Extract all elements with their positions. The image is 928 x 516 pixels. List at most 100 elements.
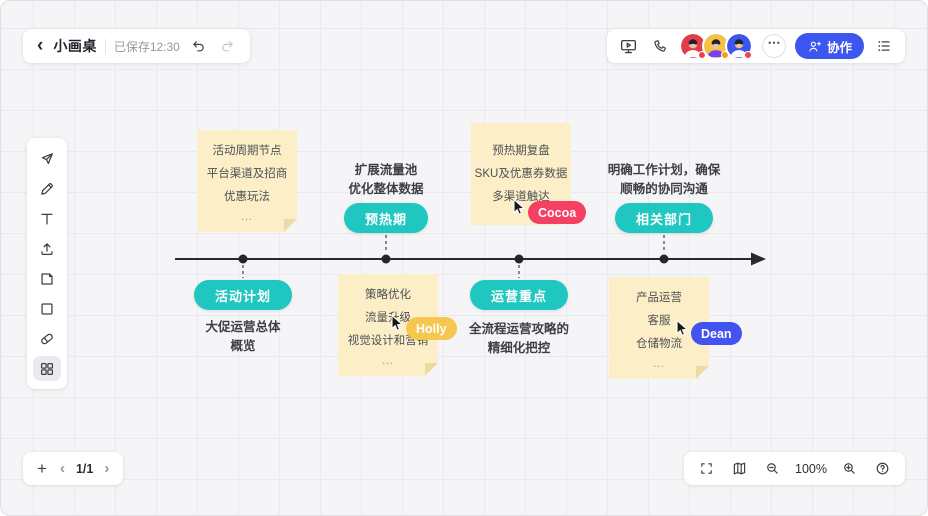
call-button[interactable] <box>649 36 670 57</box>
view-controls: 100% <box>684 452 905 485</box>
note-line: 客服 <box>647 314 671 327</box>
avatar-collaborator-3[interactable] <box>724 32 753 60</box>
more-options-button[interactable]: ⋯ <box>761 34 786 58</box>
chevron-left-icon: ‹ <box>37 34 44 56</box>
avatar-collaborator-2[interactable] <box>701 32 730 60</box>
chevron-left-icon: ‹ <box>59 460 65 477</box>
add-page-button[interactable]: + <box>35 458 49 479</box>
zoom-in-button[interactable] <box>839 458 860 479</box>
milestone-pill-ops-focus[interactable]: 运营重点 <box>469 280 569 310</box>
screen-share-icon <box>620 39 636 53</box>
caption-campaign-plan[interactable]: 大促运营总体 概览 <box>205 318 280 356</box>
presence-dot <box>743 51 752 59</box>
help-icon <box>876 462 889 475</box>
note-line: 仓储物流 <box>636 337 682 350</box>
note-line: 视觉设计和营销 <box>347 334 429 347</box>
pill-label: 相关部门 <box>635 211 693 227</box>
tool-select[interactable] <box>33 146 61 171</box>
collaborator-avatars <box>678 32 753 60</box>
fullscreen-button[interactable] <box>696 458 717 479</box>
square-shape-icon <box>41 302 53 315</box>
caption-line: 优化整体数据 <box>348 182 424 196</box>
tool-pen[interactable] <box>33 176 61 201</box>
zoom-out-icon <box>767 463 778 474</box>
pill-label: 预热期 <box>364 211 408 227</box>
undo-icon <box>193 40 204 51</box>
note-line: 策略优化 <box>365 288 411 301</box>
undo-button[interactable] <box>188 36 209 57</box>
text-icon <box>41 213 53 225</box>
phone-icon <box>654 39 666 52</box>
page-indicator: 1/1 <box>75 461 94 476</box>
redo-button[interactable] <box>217 36 238 57</box>
tool-text[interactable] <box>33 206 61 231</box>
zoom-in-icon <box>844 463 855 474</box>
sticky-note-activity-cycle[interactable]: 活动周期节点 平台渠道及招商 优惠玩法 … <box>197 130 297 232</box>
zoom-level[interactable]: 100% <box>795 461 827 476</box>
pill-label: 运营重点 <box>490 288 548 304</box>
note-line: 活动周期节点 <box>212 144 282 157</box>
caption-ops-focus[interactable]: 全流程运营攻略的 精细化把控 <box>469 320 569 358</box>
apps-grid-icon <box>40 362 54 375</box>
redo-icon <box>222 40 233 51</box>
tool-eraser[interactable] <box>33 326 61 351</box>
eraser-icon <box>41 333 53 344</box>
minimap-button[interactable] <box>729 458 750 479</box>
divider <box>104 38 106 54</box>
caption-line: 顺畅的协同沟通 <box>620 182 708 196</box>
prev-page-button[interactable]: ‹ <box>58 459 67 478</box>
caption-warmup[interactable]: 扩展流量池 优化整体数据 <box>348 161 423 199</box>
note-line: 产品运营 <box>636 291 682 304</box>
tool-shape[interactable] <box>33 296 61 321</box>
caption-line: 全流程运营攻略的 <box>468 322 570 336</box>
note-line: 预热期复盘 <box>492 144 550 157</box>
ellipsis-icon: ⋯ <box>767 35 781 50</box>
sticky-note-icon <box>41 272 53 285</box>
note-ellipsis: … <box>652 355 666 370</box>
page-controls: + ‹ 1/1 › <box>23 452 124 485</box>
fullscreen-icon <box>701 463 712 474</box>
collaborate-button[interactable]: 协作 <box>794 33 864 59</box>
list-icon <box>878 40 890 52</box>
tools-sidebar <box>27 138 67 389</box>
tool-sticky-note[interactable] <box>33 266 61 291</box>
next-page-button[interactable]: › <box>102 459 111 478</box>
board-title: 小画桌 <box>53 38 97 54</box>
note-line: 平台渠道及招商 <box>206 167 288 180</box>
note-line: 流量升级 <box>365 311 411 324</box>
map-icon <box>733 462 746 475</box>
board-list-button[interactable] <box>873 35 895 57</box>
note-ellipsis: … <box>240 208 254 223</box>
back-button[interactable]: ‹ <box>35 36 45 57</box>
note-line: SKU及优惠券数据 <box>474 167 568 180</box>
help-button[interactable] <box>872 458 893 479</box>
caption-line: 扩展流量池 <box>354 163 418 177</box>
tool-templates[interactable] <box>33 356 61 381</box>
invite-user-icon <box>809 41 822 51</box>
milestone-pill-campaign-plan[interactable]: 活动计划 <box>193 280 293 310</box>
milestone-pill-departments[interactable]: 相关部门 <box>614 203 714 233</box>
caption-line: 大促运营总体 <box>205 320 281 334</box>
header-right-bar: ⋯ 协作 <box>606 29 905 63</box>
caption-departments[interactable]: 明确工作计划，确保 顺畅的协同沟通 <box>608 161 721 199</box>
sticky-note-strategy[interactable]: 策略优化 流量升级 视觉设计和营销 … <box>338 274 438 376</box>
caption-line: 概览 <box>230 339 256 353</box>
caption-line: 精细化把控 <box>487 341 551 355</box>
sticky-note-product-ops[interactable]: 产品运营 客服 仓储物流 … <box>609 277 709 379</box>
milestone-pill-warmup[interactable]: 预热期 <box>343 203 429 233</box>
cursor-select-icon <box>41 152 53 164</box>
tool-upload[interactable] <box>33 236 61 261</box>
header-left-bar: ‹ 小画桌 已保存12:30 <box>23 29 250 63</box>
sticky-note-warmup-review[interactable]: 预热期复盘 SKU及优惠券数据 多渠道触达 <box>471 123 571 225</box>
present-button[interactable] <box>617 35 640 58</box>
upload-icon <box>41 242 53 255</box>
pill-label: 活动计划 <box>214 288 272 304</box>
collaborate-label: 协作 <box>826 40 852 55</box>
zoom-out-button[interactable] <box>762 458 783 479</box>
note-ellipsis: … <box>381 352 395 367</box>
note-line: 优惠玩法 <box>224 190 270 203</box>
caption-line: 明确工作计划，确保 <box>607 163 721 177</box>
